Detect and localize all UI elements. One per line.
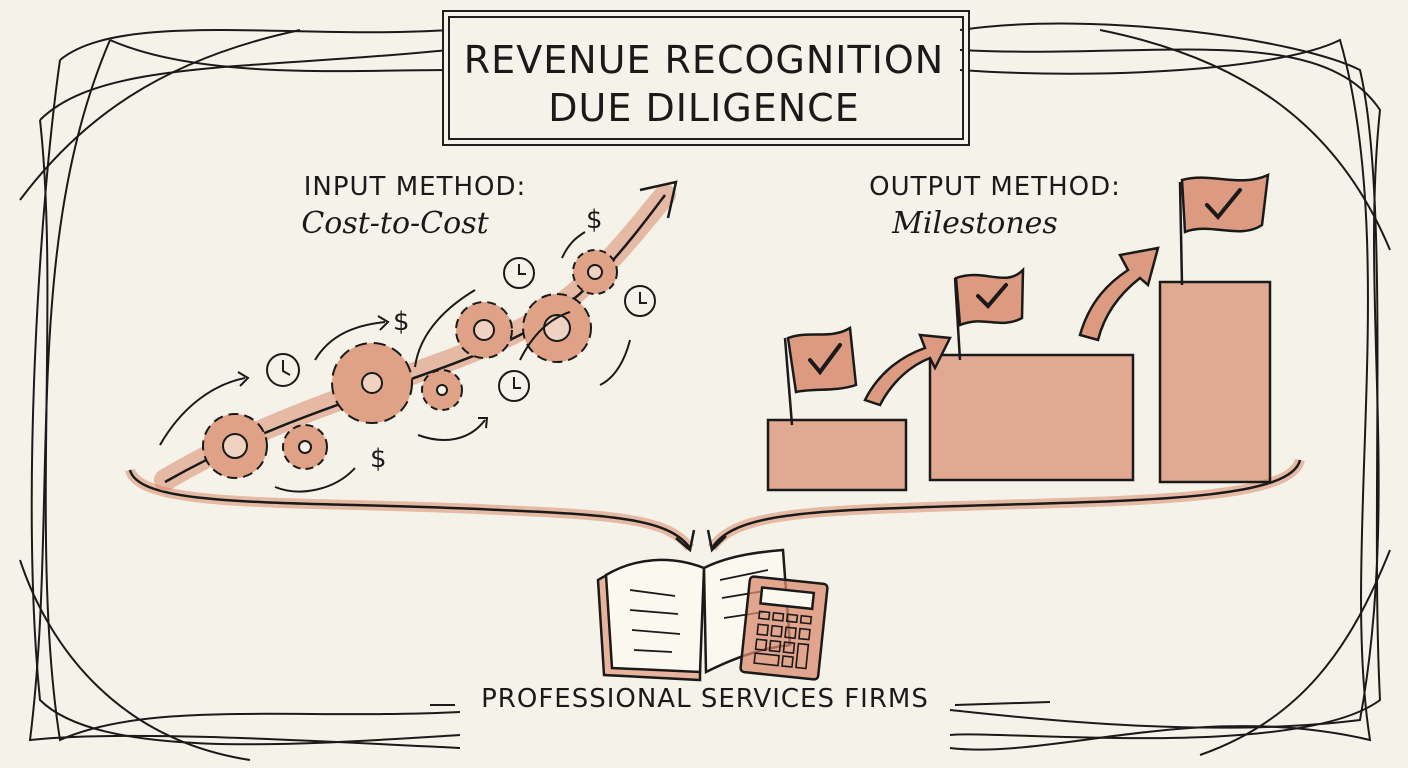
gear-icon — [421, 369, 463, 411]
clocks — [266, 257, 656, 402]
scribble-frame — [19, 22, 1391, 761]
check-marks — [808, 188, 1242, 376]
dollar-icon: $ — [370, 444, 387, 474]
flow-arrows — [159, 231, 631, 493]
milestone-block-2 — [928, 353, 1135, 482]
clock-icon — [624, 285, 656, 317]
output-method-subheading: Milestones — [892, 206, 1058, 241]
title-line-2: DUE DILIGENCE — [548, 86, 860, 130]
flag-icon — [1180, 172, 1270, 234]
flag-icon — [954, 266, 1025, 327]
check-icon — [976, 283, 1008, 309]
dollar-icon: $ — [393, 307, 410, 337]
merge-arrows — [125, 458, 1305, 553]
input-method-subheading: Cost-to-Cost — [301, 206, 489, 241]
gear-icon — [522, 293, 592, 363]
milestone-block-1 — [766, 418, 908, 492]
gear-icon — [282, 424, 328, 470]
page-title: REVENUE RECOGNITION DUE DILIGENCE — [448, 36, 960, 132]
gear-icon — [331, 342, 413, 424]
gears — [202, 249, 618, 479]
title-frame — [448, 16, 964, 140]
gear-icon — [455, 301, 513, 359]
output-method-heading: OUTPUT METHOD: — [869, 172, 1121, 202]
step-arrow-icon — [863, 333, 952, 407]
input-method-heading: INPUT METHOD: — [303, 172, 527, 202]
gear-icon — [202, 413, 268, 479]
clock-icon — [503, 257, 535, 289]
title-line-1: REVENUE RECOGNITION — [463, 38, 945, 82]
milestone-blocks — [766, 280, 1272, 492]
step-arrow-icon — [1078, 246, 1160, 342]
milestone-block-3 — [1158, 280, 1272, 484]
footer-rules — [430, 701, 1051, 706]
dollar-icons: $ $ $ — [370, 205, 603, 474]
flag-icon — [786, 325, 858, 394]
footer-label: PROFESSIONAL SERVICES FIRMS — [481, 684, 929, 714]
clock-icon — [266, 353, 300, 387]
check-icon — [808, 343, 842, 376]
dollar-icon: $ — [586, 205, 603, 235]
calculator-icon — [739, 575, 829, 681]
gear-icon — [572, 249, 618, 295]
clock-icon — [498, 370, 530, 402]
check-icon — [1205, 188, 1242, 221]
step-arrows — [863, 246, 1160, 407]
